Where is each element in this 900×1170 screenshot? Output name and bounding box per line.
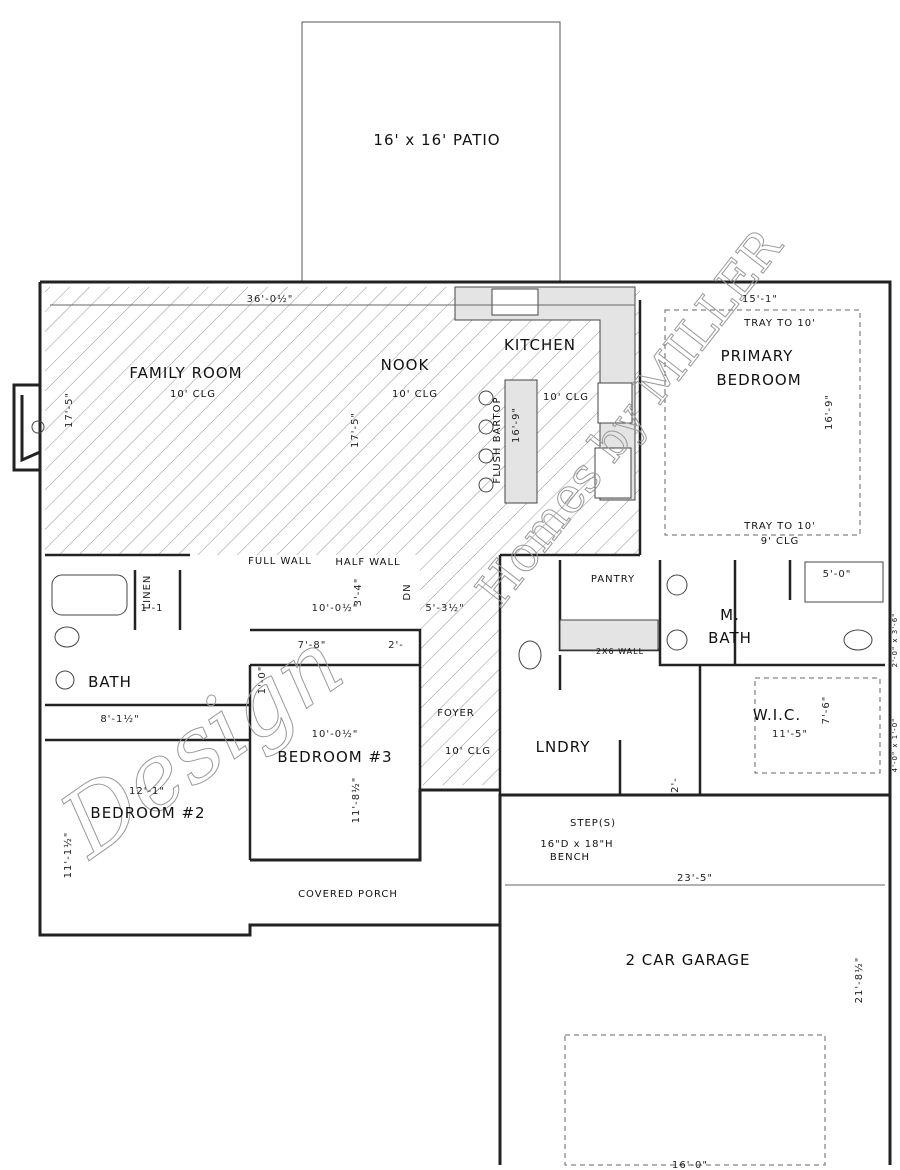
family-room-ceiling: 10' CLG [170,389,216,400]
watermark-design: Design [41,611,362,879]
toilet-icon [843,629,873,651]
half-wall-label: HALF WALL [335,557,400,568]
master-bath-label-1: M. [720,606,740,624]
garage-label: 2 CAR GARAGE [625,951,750,969]
garage-width: 23'-5" [677,873,713,884]
nook-depth: 17'-5" [350,412,361,448]
range-icon [597,382,633,424]
toilet-icon [518,640,542,670]
bedroom3-label: BEDROOM #3 [277,748,392,766]
landing-width: 5'-3½" [425,602,464,614]
steps-label: STEP(S) [570,818,616,829]
pantry-shelf [559,619,659,651]
patio-label: 16' x 16' PATIO [373,131,500,149]
sink-icon [666,629,688,651]
linen-label: LINEN [142,575,153,610]
wic-depth: 7'-6" [821,696,832,725]
primary-bedroom-label-2: BEDROOM [716,371,801,389]
fireplace-icon [31,420,45,434]
stair-rise: 3'-4" [353,578,364,607]
patio [301,21,561,283]
stair-down: DN [402,583,413,600]
bench-note-2: BENCH [550,852,590,863]
wic-shelving [754,677,881,774]
family-room-width: 36'-0½" [247,293,294,305]
closet-dim-a: 7'-8" [298,640,327,651]
wic-label: W.I.C. [753,706,801,724]
master-bath-label-2: BATH [708,629,752,647]
closet-dim-b: 2'- [388,640,404,651]
kitchen-ceiling: 10' CLG [543,392,589,403]
kitchen-label: KITCHEN [504,336,576,354]
closet-dim-c: 1'-0" [257,666,268,695]
refrigerator-icon [594,447,632,499]
bar-stools [478,390,494,493]
bedroom2-width: 12'-1" [129,786,165,797]
wic-shelf: 2'- [670,777,681,793]
bath-label: BATH [88,673,132,691]
bedroom3-depth: 11'-8½" [350,777,362,824]
covered-porch-label: COVERED PORCH [298,889,398,900]
garage-depth: 21'-8½" [853,957,865,1004]
window-dim-a: 2'-0" x 3'-6" [891,613,899,668]
wic-width: 11'-5" [772,729,808,740]
bench-note-1: 16"D x 18"H [540,839,613,850]
interior-walls [45,300,885,860]
nook-label: NOOK [381,356,430,374]
nook-ceiling: 10' CLG [392,389,438,400]
garage-door-outline [564,1034,826,1166]
primary-ceiling: 9' CLG [761,536,800,547]
sink-icon [666,574,688,596]
hatched-foyer-area [420,555,500,785]
full-wall-label: FULL WALL [248,556,312,567]
laundry-label: LNDRY [536,738,591,756]
primary-bedroom-label-1: PRIMARY [721,347,794,365]
linen-dim: 1'-1 [140,603,163,614]
flush-bartop-label: FLUSH BARTOP [492,396,503,483]
family-room-label: FAMILY ROOM [129,364,242,382]
labels: 16' x 16' PATIO 36'-0½" FAMILY ROOM 10' … [62,131,899,1170]
bathtub-icon [51,574,128,616]
primary-width: 15'-1" [742,294,778,305]
bedroom3-width: 10'-0½" [312,728,359,740]
foyer-label: FOYER [437,708,474,719]
family-room-depth: 17'-5" [64,392,75,428]
shower-icon [804,561,884,603]
window-dim-b: 4'-0" x 1'-0" [891,718,899,773]
bedroom2-label: BEDROOM #2 [90,804,205,822]
kitchen-depth: 16'-9" [511,407,522,443]
sink-icon [491,288,539,316]
tray-bottom-label: TRAY TO 10' [743,521,816,532]
sink-icon [55,670,75,690]
pantry-label: PANTRY [591,574,635,585]
shower-dim: 5'-0" [823,569,852,580]
hatched-living-area [45,287,640,555]
tray-top-label: TRAY TO 10' [743,318,816,329]
tray-ceiling-outline [664,309,861,536]
closet-dim-d: 8'-1½" [100,713,139,725]
toilet-icon [54,626,80,648]
wall-note: 2X6 WALL [596,647,644,656]
kitchen-island [504,379,538,504]
fireplace [12,383,41,472]
garage-door-width: 16'-0" [672,1160,708,1170]
bedroom2-depth: 11'-1½" [62,832,74,879]
foyer-ceiling: 10' CLG [445,746,491,757]
primary-depth: 16'-9" [824,394,835,430]
stair-width: 10'-0½" [312,602,359,614]
